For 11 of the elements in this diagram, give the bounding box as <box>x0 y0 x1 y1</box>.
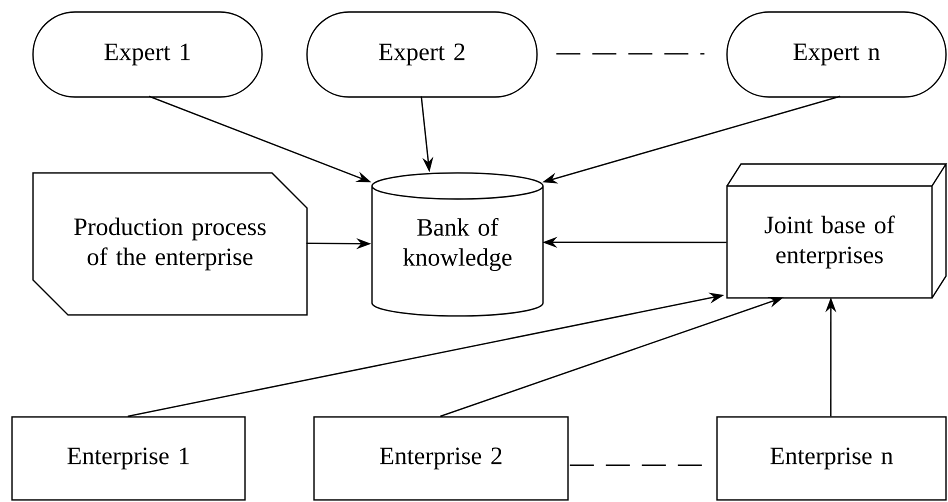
process-box: Enterprise 1 <box>11 416 246 501</box>
rounded-box: Expert 2 <box>306 11 538 98</box>
rounded-box: Expert n <box>726 11 947 98</box>
dashed-line <box>556 53 704 54</box>
rounded-box: Expert 1 <box>32 11 263 98</box>
dashed-line <box>570 464 705 466</box>
cut-corner-box: Production process of the enterprise <box>32 172 308 316</box>
process-box: Enterprise 2 <box>313 416 569 501</box>
process-box: Enterprise n <box>716 416 947 501</box>
cube-box: Joint base of enterprises <box>726 163 948 299</box>
database-cylinder: Bank of knowledge <box>371 172 544 317</box>
